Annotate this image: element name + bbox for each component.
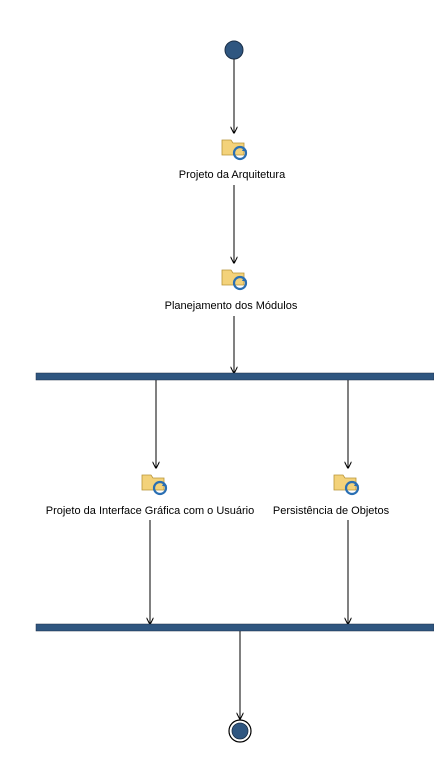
- join-bar[interactable]: [35, 623, 434, 632]
- activity-label: Persistência de Objetos: [273, 505, 390, 517]
- activity-label: Projeto da Arquitetura: [179, 169, 286, 181]
- activity-label: Projeto da Interface Gráfica com o Usuár…: [46, 505, 254, 517]
- activity-node[interactable]: Persistência de Objetos: [273, 474, 390, 517]
- fork-bar[interactable]: [35, 372, 434, 381]
- final-node[interactable]: [228, 719, 252, 743]
- activity-node[interactable]: Planejamento dos Módulos: [165, 269, 298, 312]
- activity-refresh-icon: [333, 474, 360, 496]
- activity-label: Planejamento dos Módulos: [165, 300, 298, 312]
- activity-node[interactable]: Projeto da Interface Gráfica com o Usuár…: [46, 474, 254, 517]
- initial-node[interactable]: [224, 40, 244, 60]
- activity-refresh-icon: [141, 474, 168, 496]
- activity-refresh-icon: [221, 269, 248, 291]
- activity-node[interactable]: Projeto da Arquitetura: [179, 139, 286, 181]
- activity-refresh-icon: [221, 139, 248, 161]
